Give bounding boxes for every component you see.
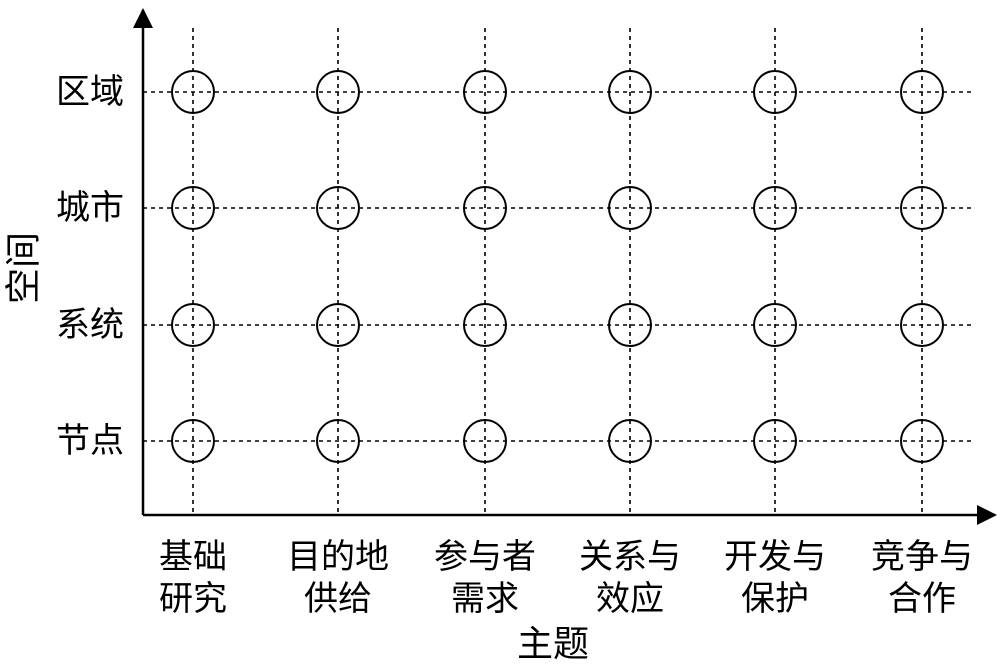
y-category-label: 区域 bbox=[56, 72, 124, 112]
node-circle bbox=[900, 70, 944, 114]
node-circle bbox=[171, 419, 215, 463]
node-circle bbox=[753, 70, 797, 114]
x-category-label: 研究 bbox=[159, 579, 227, 619]
node-circle bbox=[608, 70, 652, 114]
x-category-label: 竞争与 bbox=[871, 537, 973, 577]
y-axis-title: 空间 bbox=[4, 232, 45, 304]
node-circle bbox=[753, 303, 797, 347]
x-category-label: 供给 bbox=[304, 579, 372, 619]
node-circle bbox=[463, 70, 507, 114]
y-category-label: 节点 bbox=[56, 421, 124, 461]
x-category-label: 效应 bbox=[596, 579, 664, 619]
node-circle bbox=[463, 303, 507, 347]
node-circle bbox=[171, 303, 215, 347]
x-axis-title: 主题 bbox=[517, 624, 589, 665]
dashed-gridlines bbox=[143, 28, 975, 515]
node-circle bbox=[900, 419, 944, 463]
node-circle bbox=[316, 186, 360, 230]
x-category-label: 关系与 bbox=[579, 537, 681, 577]
node-circle bbox=[608, 419, 652, 463]
node-circle bbox=[608, 303, 652, 347]
node-circle bbox=[316, 70, 360, 114]
node-circle bbox=[316, 419, 360, 463]
node-circle bbox=[753, 419, 797, 463]
x-category-label: 保护 bbox=[741, 579, 809, 619]
y-category-label: 系统 bbox=[56, 305, 124, 345]
node-circle bbox=[171, 70, 215, 114]
node-circle bbox=[753, 186, 797, 230]
node-circle bbox=[900, 186, 944, 230]
x-category-label: 需求 bbox=[451, 579, 519, 619]
node-circle bbox=[900, 303, 944, 347]
x-category-label: 合作 bbox=[888, 579, 956, 619]
node-circle bbox=[171, 186, 215, 230]
y-category-label: 城市 bbox=[56, 188, 124, 228]
x-category-label: 基础 bbox=[159, 537, 227, 577]
node-circle bbox=[463, 419, 507, 463]
x-category-label: 开发与 bbox=[724, 537, 826, 577]
x-category-label: 参与者 bbox=[434, 537, 536, 577]
node-circles bbox=[171, 70, 944, 463]
x-category-label: 目的地 bbox=[287, 537, 389, 577]
node-circle bbox=[463, 186, 507, 230]
node-circle bbox=[608, 186, 652, 230]
node-circle bbox=[316, 303, 360, 347]
